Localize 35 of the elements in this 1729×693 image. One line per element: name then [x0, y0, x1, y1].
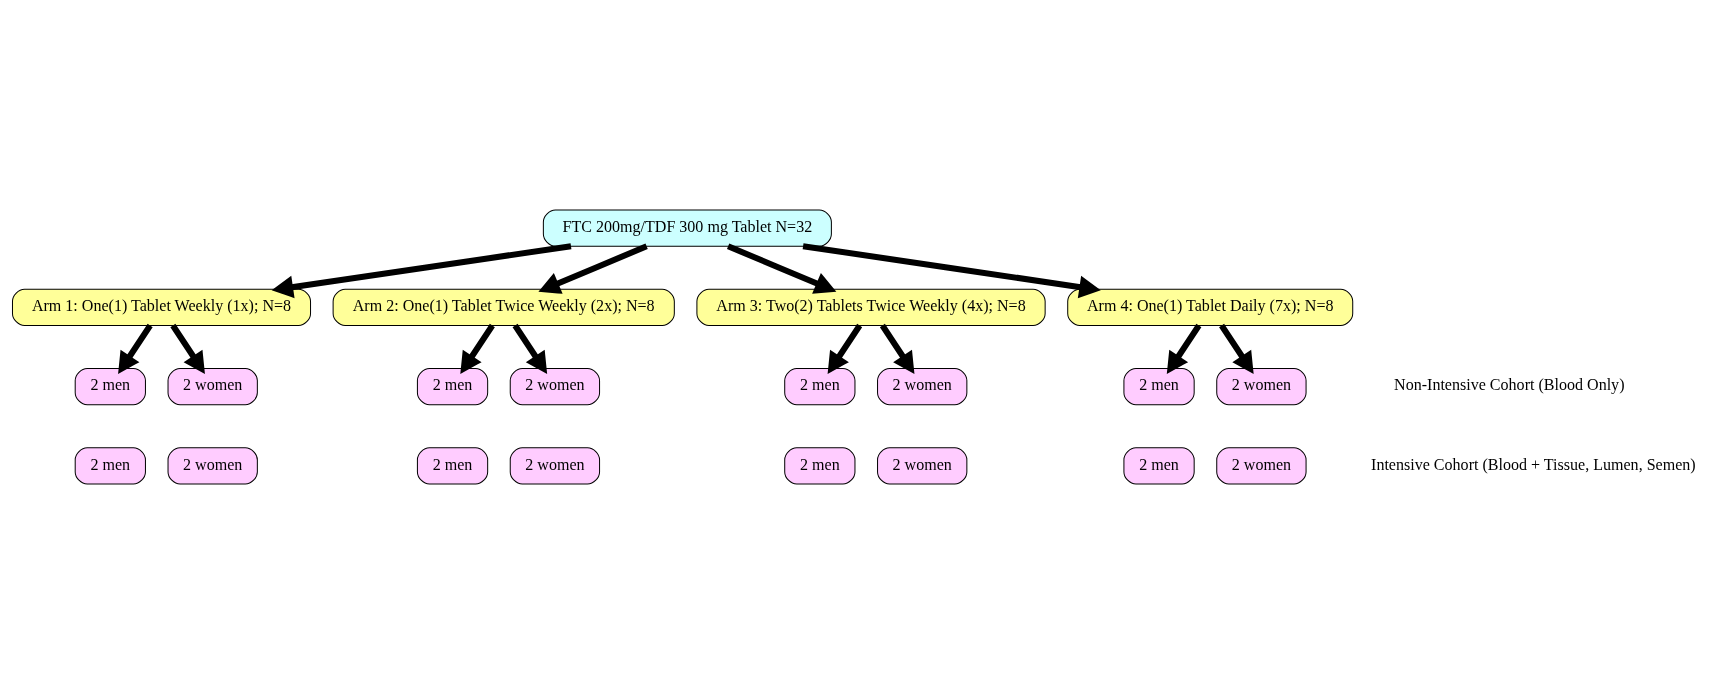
node-box: FTC 200mg/TDF 300 mg Tablet N=32 — [542, 209, 832, 247]
node-box: 2 men — [416, 367, 489, 405]
node-box: 2 men — [74, 446, 146, 484]
node-box: Arm 3: Two(2) Tablets Twice Weekly (4x); N=8 — [696, 288, 1046, 326]
arrow — [726, 242, 837, 294]
label: Intensive Cohort (Blood + Tissue, Lumen, Semen) — [1371, 455, 1696, 473]
node-box: Arm 4: One(1) Tablet Daily (7x); N=8 — [1067, 288, 1354, 326]
node-box: 2 women — [877, 446, 968, 484]
node-box: 2 men — [1123, 446, 1195, 484]
node-box: 2 women — [1216, 367, 1307, 405]
node-box: 2 women — [167, 446, 258, 484]
arrow — [879, 323, 915, 374]
node-box: 2 men — [784, 367, 856, 405]
node-box: 2 women — [509, 446, 601, 484]
node-box: 2 men — [416, 446, 489, 484]
arrow — [271, 242, 572, 298]
arrow — [512, 323, 548, 374]
arrow — [827, 323, 863, 374]
arrow — [118, 323, 153, 374]
node-box: 2 women — [1216, 446, 1307, 484]
label: Non-Intensive Cohort (Blood Only) — [1394, 375, 1625, 393]
node-box: 2 men — [74, 367, 146, 405]
node-box: 2 women — [877, 367, 968, 405]
node-box: Arm 2: One(1) Tablet Twice Weekly (2x); N=8 — [332, 288, 675, 326]
node-box: 2 men — [784, 446, 856, 484]
node-box: 2 men — [1123, 367, 1195, 405]
arrow — [1166, 323, 1202, 374]
node-box: Arm 1: One(1) Tablet Weekly (1x); N=8 — [12, 288, 312, 326]
arrow — [460, 323, 495, 374]
arrow — [802, 242, 1101, 298]
arrow — [1219, 323, 1254, 374]
node-box: 2 women — [509, 367, 601, 405]
arrow — [538, 242, 648, 294]
arrow — [170, 323, 205, 374]
node-box: 2 women — [167, 367, 258, 405]
